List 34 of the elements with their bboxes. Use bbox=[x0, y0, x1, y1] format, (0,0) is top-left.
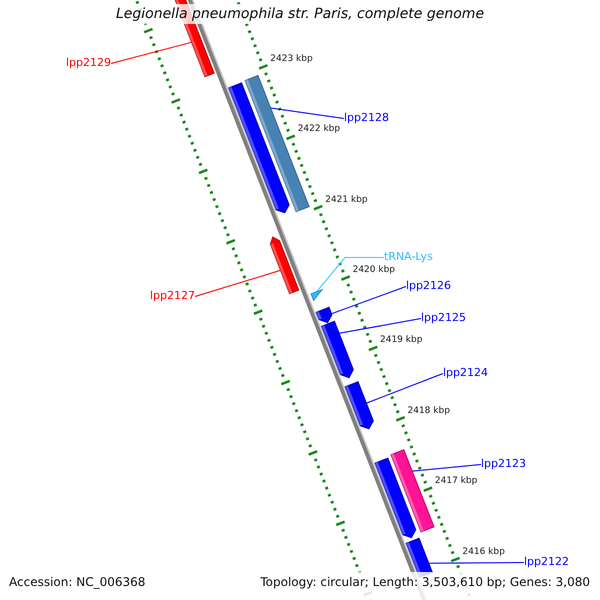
genome-stats-text: Topology: circular; Length: 3,503,610 bp; Genes: 3,080 bbox=[260, 575, 590, 589]
leader-line bbox=[366, 373, 444, 404]
scale-label: 2417 kbp bbox=[434, 476, 478, 486]
gene-label: tRNA-Lys bbox=[384, 250, 433, 263]
trna-marker bbox=[310, 288, 324, 302]
leader-line bbox=[110, 42, 192, 64]
leader-line bbox=[338, 318, 422, 334]
leader-line bbox=[270, 108, 344, 119]
gene-label: lpp2123 bbox=[481, 457, 526, 470]
gene-segment bbox=[390, 449, 435, 533]
scale-label: 2420 kbp bbox=[352, 265, 395, 275]
scale-label: 2418 kbp bbox=[408, 406, 450, 416]
leader-line bbox=[331, 286, 406, 314]
accession-text: Accession: NC_006368 bbox=[9, 575, 146, 589]
gene-label: lpp2126 bbox=[406, 279, 452, 292]
gene-label: lpp2129 bbox=[66, 56, 112, 69]
leader-line bbox=[194, 270, 281, 297]
scale-label: 2423 kbp bbox=[270, 54, 313, 64]
gene-label: lpp2127 bbox=[150, 289, 196, 302]
scale-label: 2419 kbp bbox=[380, 335, 422, 346]
gene-segment bbox=[316, 306, 332, 324]
scale-label: 2421 kbp bbox=[325, 194, 368, 205]
gene-label: lpp2128 bbox=[344, 111, 390, 124]
scale-label: 2416 kbp bbox=[462, 546, 505, 557]
leader-line bbox=[316, 257, 384, 292]
gene-segment bbox=[270, 236, 300, 294]
gene-label: lpp2125 bbox=[421, 311, 466, 324]
gene-label: lpp2124 bbox=[443, 366, 488, 379]
gene-label: lpp2122 bbox=[524, 555, 570, 568]
leader-line bbox=[412, 464, 482, 472]
gene-segment bbox=[320, 320, 354, 378]
scale-label: 2422 kbp bbox=[298, 124, 340, 134]
gene-segment bbox=[344, 381, 374, 430]
leader-line bbox=[428, 562, 524, 564]
